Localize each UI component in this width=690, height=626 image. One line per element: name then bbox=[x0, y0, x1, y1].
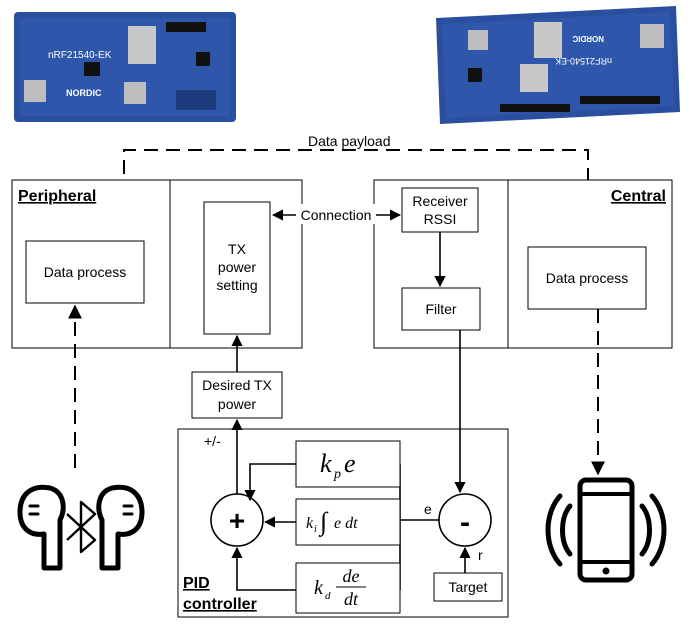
earbuds-icon bbox=[17, 484, 145, 571]
kd-k: k bbox=[314, 577, 324, 599]
central-title: Central bbox=[611, 188, 666, 205]
signal-waves-icon bbox=[545, 493, 667, 567]
kd-denominator: dt bbox=[344, 589, 359, 609]
kd-subscript: d bbox=[325, 590, 331, 602]
smartphone-icon bbox=[577, 477, 635, 583]
plus-minus-label: +/- bbox=[204, 433, 221, 449]
right-dev-board-image: nRF21540-EK NORDIC bbox=[436, 6, 680, 124]
connection-label: Connection bbox=[301, 207, 372, 223]
e-label: e bbox=[424, 501, 432, 517]
ki-integral: ∫ bbox=[318, 507, 329, 537]
sum-plus-sign: + bbox=[229, 505, 245, 536]
ki-k: k bbox=[306, 515, 314, 532]
desired-tx-power-box bbox=[191, 371, 283, 419]
pid-title-line1: PID bbox=[183, 575, 210, 592]
filter-label: Filter bbox=[425, 301, 456, 317]
data-process-right-box bbox=[527, 246, 647, 310]
desired-tx-power-line2: power bbox=[218, 396, 256, 412]
left-dev-board-image: nRF21540-EK NORDIC bbox=[14, 12, 236, 122]
kp-subscript: p bbox=[333, 467, 341, 482]
filter-box bbox=[401, 287, 481, 331]
r-label: r bbox=[478, 547, 483, 563]
kp-to-sum-arrow bbox=[244, 463, 296, 502]
ki-block bbox=[295, 498, 401, 546]
kd-numerator: de bbox=[343, 566, 360, 586]
kp-block bbox=[295, 440, 401, 488]
error-minus-sign: - bbox=[460, 506, 470, 539]
kd-to-sum-arrow bbox=[231, 546, 296, 591]
peripheral-title: Peripheral bbox=[18, 188, 96, 205]
target-box bbox=[433, 572, 503, 602]
data-payload-label: Data payload bbox=[308, 133, 391, 149]
receiver-rssi-line2: RSSI bbox=[424, 211, 457, 227]
receiver-rssi-box bbox=[401, 187, 479, 233]
bluetooth-icon bbox=[66, 500, 97, 554]
tx-power-setting-line1: TX bbox=[228, 241, 247, 257]
tx-power-setting-line2: power bbox=[218, 259, 256, 275]
ki-subscript: i bbox=[314, 524, 317, 535]
desired-tx-power-line1: Desired TX bbox=[202, 377, 272, 393]
data-process-left-label: Data process bbox=[44, 264, 126, 280]
data-process-right-label: Data process bbox=[546, 270, 628, 286]
right-board-brand: NORDIC bbox=[572, 34, 604, 43]
kd-block bbox=[295, 562, 401, 614]
target-label: Target bbox=[449, 579, 488, 595]
left-board-brand: NORDIC bbox=[66, 88, 102, 98]
right-board-label: nRF21540-EK bbox=[555, 56, 612, 66]
left-board-label: nRF21540-EK bbox=[48, 50, 112, 61]
data-process-left-box bbox=[25, 240, 145, 304]
tx-power-setting-line3: setting bbox=[216, 277, 257, 293]
kp-e: e bbox=[344, 449, 356, 478]
ki-integrand: e dt bbox=[334, 515, 358, 532]
pid-title-line2: controller bbox=[183, 596, 257, 613]
tx-power-setting-box bbox=[203, 201, 271, 335]
receiver-rssi-line1: Receiver bbox=[412, 193, 468, 209]
kp-k: k bbox=[320, 449, 332, 478]
